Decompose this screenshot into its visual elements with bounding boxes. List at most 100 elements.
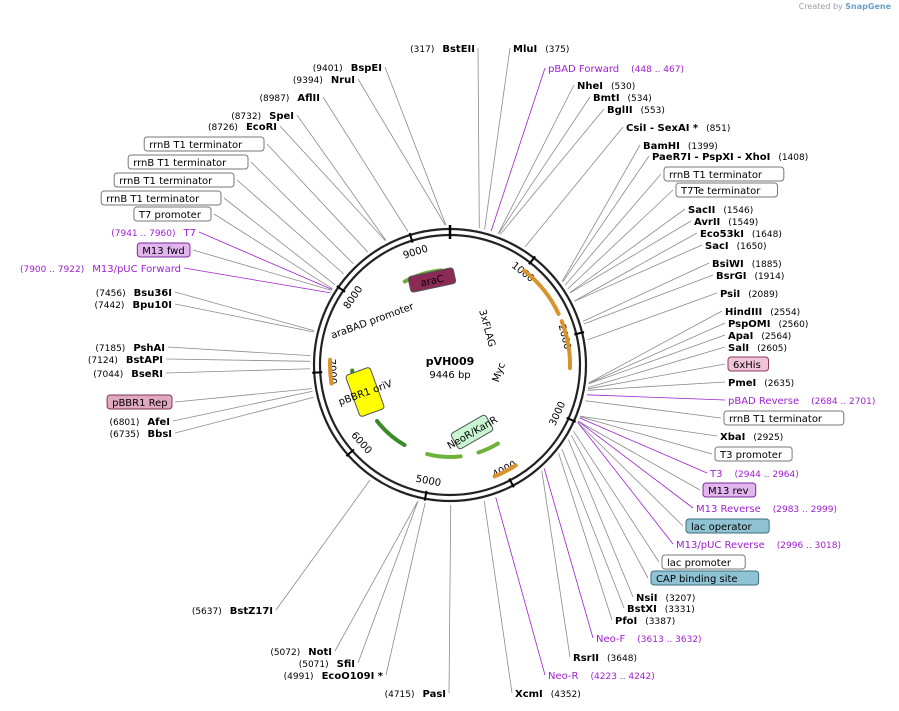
label-text: BsrGI(1914) [716, 271, 784, 282]
primer-name: pBAD Forward [548, 64, 619, 75]
feature-name: rrnB T1 terminator [669, 170, 763, 181]
leader-line [279, 125, 386, 242]
feature-label: T7 promoter [133, 206, 212, 222]
leader-line [579, 417, 708, 474]
feature-label: 3xFLAG [476, 308, 497, 348]
primer-name: T7 [183, 228, 196, 239]
credit-prefix: Created by [798, 2, 843, 11]
leader-line [250, 161, 354, 265]
snapgene-logo: SnapGene [845, 2, 891, 11]
feature-shape [450, 414, 494, 450]
label-text: RsrII (3648) [573, 653, 637, 664]
enzyme-label: (8732)SpeI [231, 111, 294, 122]
leader-line [296, 114, 387, 241]
leader-line [577, 422, 684, 527]
primer-name: M13 Reverse [696, 504, 761, 515]
feature-3xflag: 3xFLAG [476, 308, 497, 348]
site-position: (1914) [754, 272, 784, 282]
leader-line [524, 126, 624, 248]
tick-mark [408, 232, 414, 243]
site-position: (2635) [764, 379, 794, 389]
leader-line [275, 479, 371, 611]
site-position: (5637) [192, 607, 222, 617]
leader-line [322, 96, 409, 232]
enzyme-name: BbsI [148, 429, 172, 440]
label-text: (7044)BseRI [93, 369, 163, 380]
enzyme-name: SacI [705, 241, 729, 252]
enzyme-name: SacII [688, 205, 715, 216]
site-position: (7044) [93, 370, 123, 380]
primer-label: (7900 .. 7922)M13/pUC Forward [20, 264, 181, 275]
enzyme-name: SfiI [337, 659, 355, 670]
label-text: M13 Reverse(2983 .. 2999) [696, 504, 837, 515]
enzyme-label: (8987)AflII [259, 93, 320, 104]
enzyme-name: ApaI [728, 331, 753, 342]
enzyme-label: (8726)EcoRI [208, 122, 277, 133]
site-position: (5072) [270, 648, 300, 658]
feature-myc: Myc [491, 361, 508, 384]
leader-line [357, 501, 419, 664]
leader-line [174, 291, 315, 332]
label-text: PsiI (2089) [720, 289, 778, 300]
enzyme-label: BamHI(1399) [643, 141, 718, 152]
label-text: (8987)AflII [259, 93, 320, 104]
feature-label: T3 promoter [714, 446, 793, 462]
enzyme-name: CsiI - SexAI * [626, 123, 699, 134]
leader-line [574, 232, 698, 302]
site-position: (3648) [607, 654, 637, 664]
enzyme-label: XbaI(2925) [720, 432, 783, 443]
site-position: (5071) [299, 660, 329, 670]
label-text: M13/pUC Reverse(2996 .. 3018) [676, 540, 841, 551]
leader-line [165, 368, 311, 374]
tick-mark [574, 331, 585, 336]
enzyme-label: (4991)EcoO109I * [284, 671, 384, 682]
site-position: (2554) [770, 308, 800, 318]
leader-line [174, 388, 313, 403]
label-text: (6801)AfeI [109, 417, 170, 428]
leader-line [500, 108, 605, 235]
leader-line [495, 497, 546, 676]
primer-name: M13/pUC Reverse [676, 540, 765, 551]
primer-name: pBAD Reverse [728, 396, 799, 407]
enzyme-name: PsiI [720, 289, 740, 300]
label-text: BamHI(1399) [643, 141, 718, 152]
enzyme-label: (317)BstEII [410, 44, 475, 55]
leader-line [236, 179, 344, 275]
enzyme-label: CsiI - SexAI *(851) [626, 123, 730, 134]
site-position: (2089) [748, 290, 778, 300]
leader-line [567, 189, 674, 290]
feature-name: rrnB T1 terminator [729, 414, 823, 425]
site-position: (1549) [728, 218, 758, 228]
site-position: (317) [410, 45, 434, 55]
feature-box [113, 172, 235, 188]
label-text: (8726)EcoRI [208, 122, 277, 133]
leader-line [588, 310, 723, 384]
leader-line [580, 415, 718, 437]
leader-line [498, 96, 591, 234]
site-position: (1408) [778, 153, 808, 163]
leader-line [564, 173, 662, 286]
leader-line [174, 396, 314, 434]
feature-arc [425, 452, 463, 459]
feature-arc [522, 268, 561, 316]
leader-line [543, 468, 594, 639]
leader-line [587, 292, 718, 341]
site-position: (7456) [96, 289, 126, 299]
feature-name: rrnB T1 terminator [119, 176, 213, 187]
enzyme-name: Eco53kI [700, 229, 744, 240]
site-position: (3331) [665, 605, 695, 615]
leader-line [541, 470, 571, 658]
feature-label: M13 rev [702, 482, 757, 498]
enzyme-label: Eco53kI(1648) [700, 229, 782, 240]
label-text: (5637)BstZ17I [192, 606, 273, 617]
leader-line [562, 155, 650, 283]
site-position: (4352) [551, 690, 581, 700]
enzyme-name: NsiI [636, 593, 657, 604]
primer-label: M13 Reverse(2983 .. 2999) [696, 504, 837, 515]
feature-box [136, 242, 191, 258]
label-text: XbaI(2925) [720, 432, 783, 443]
enzyme-name: RsrII [573, 653, 599, 664]
feature-box [661, 554, 746, 570]
feature-box [702, 482, 757, 498]
enzyme-name: PfoI [615, 616, 637, 627]
